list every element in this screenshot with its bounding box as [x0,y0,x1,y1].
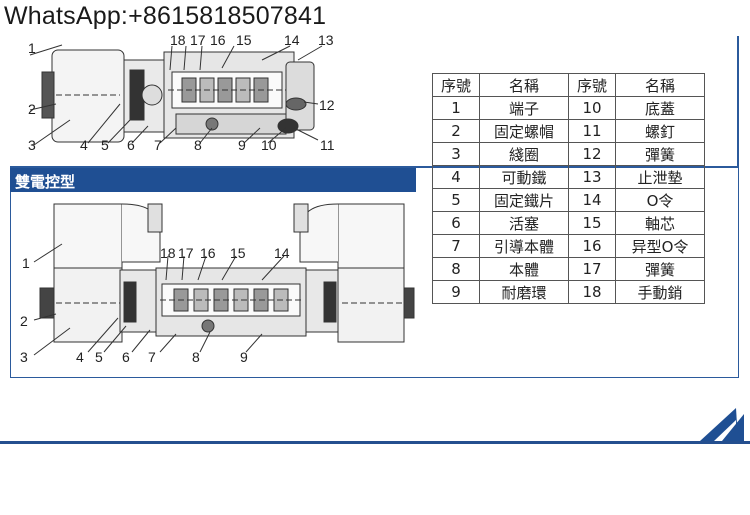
cell-number: 13 [568,165,616,189]
upper-label-3: 3 [28,137,36,153]
header-number-2: 序號 [568,73,616,97]
header-name-1: 名稱 [479,73,569,97]
lower-label-18: 18 [160,245,176,261]
cell-name: 固定鐵片 [479,188,569,212]
parts-table-header-row: 序號 名稱 序號 名稱 [432,73,705,97]
footer-rule [0,441,750,444]
lower-label-2: 2 [20,313,28,329]
lower-label-7: 7 [148,349,156,365]
table-row: 3 綫圈 12 彈簧 [432,142,705,166]
cell-name: 异型O令 [615,234,705,258]
cell-name: 本體 [479,257,569,281]
lower-label-17: 17 [178,245,194,261]
upper-label-6: 6 [127,137,135,153]
lower-label-8: 8 [192,349,200,365]
upper-label-8: 8 [194,137,202,153]
cell-name: 活塞 [479,211,569,235]
lower-label-14: 14 [274,245,290,261]
cell-number: 4 [432,165,480,189]
cell-name: 軸芯 [615,211,705,235]
table-row: 2 固定螺帽 11 螺釘 [432,119,705,143]
table-row: 6 活塞 15 軸芯 [432,211,705,235]
upper-label-13: 13 [318,32,334,48]
lower-label-6: 6 [122,349,130,365]
cell-name: 耐磨環 [479,280,569,304]
cell-number: 7 [432,234,480,258]
cell-name: 止泄墊 [615,165,705,189]
cell-name: 端子 [479,96,569,120]
table-row: 5 固定鐵片 14 O令 [432,188,705,212]
lower-label-5: 5 [95,349,103,365]
cell-number: 16 [568,234,616,258]
lower-label-16: 16 [200,245,216,261]
upper-label-5: 5 [101,137,109,153]
cell-name: 綫圈 [479,142,569,166]
upper-coil [51,49,125,143]
table-row: 7 引導本體 16 异型O令 [432,234,705,258]
upper-label-14: 14 [284,32,300,48]
lower-valve-diagram [33,203,415,356]
parts-table: 序號 名稱 序號 名稱 1 端子 10 底蓋 2 固定螺帽 11 螺釘 3 綫圈… [432,73,705,304]
cell-name: O令 [615,188,705,212]
cell-number: 9 [432,280,480,304]
lower-label-3: 3 [20,349,28,365]
section-divider [10,166,739,168]
upper-label-12: 12 [319,97,335,113]
upper-label-2: 2 [28,101,36,117]
lower-left-coil [53,267,123,343]
upper-label-11: 11 [320,137,335,153]
upper-valve-diagram [29,44,323,146]
upper-label-18: 18 [170,32,186,48]
upper-label-7: 7 [154,137,162,153]
lower-part-labels: 1 2 3 4 5 6 7 8 9 18 17 16 15 14 [20,245,290,365]
cell-name: 固定螺帽 [479,119,569,143]
header-number-1: 序號 [432,73,480,97]
table-row: 4 可動鐵 13 止泄墊 [432,165,705,189]
upper-label-9: 9 [238,137,246,153]
cell-name: 可動鐵 [479,165,569,189]
cell-number: 6 [432,211,480,235]
section-header-bar [10,168,416,192]
table-row: 9 耐磨環 18 手動銷 [432,280,705,304]
cell-name: 底蓋 [615,96,705,120]
lower-label-9: 9 [240,349,248,365]
upper-label-1: 1 [28,40,36,56]
cell-number: 11 [568,119,616,143]
cell-number: 12 [568,142,616,166]
cell-number: 18 [568,280,616,304]
lower-diagram-frame [10,167,739,378]
upper-label-16: 16 [210,32,226,48]
table-row: 1 端子 10 底蓋 [432,96,705,120]
upper-label-15: 15 [236,32,252,48]
cell-number: 2 [432,119,480,143]
cell-number: 1 [432,96,480,120]
whatsapp-watermark: WhatsApp:+8615818507841 [4,2,327,30]
brand-logo-icon [700,408,744,441]
header-name-2: 名稱 [615,73,705,97]
cell-name: 手動銷 [615,280,705,304]
cell-number: 5 [432,188,480,212]
cell-number: 10 [568,96,616,120]
lower-label-15: 15 [230,245,246,261]
upper-label-10: 10 [261,137,277,153]
upper-part-labels: 1 2 3 4 5 6 7 8 9 10 11 12 13 14 15 16 1… [28,32,335,153]
cell-number: 3 [432,142,480,166]
lower-right-coil [337,267,405,343]
cell-number: 14 [568,188,616,212]
cell-name: 螺釘 [615,119,705,143]
upper-label-4: 4 [80,137,88,153]
upper-label-17: 17 [190,32,206,48]
cell-number: 17 [568,257,616,281]
upper-coil-nut [41,71,55,119]
cell-name: 彈簧 [615,257,705,281]
cell-name: 彈簧 [615,142,705,166]
cell-number: 15 [568,211,616,235]
lower-label-4: 4 [76,349,84,365]
cell-name: 引導本體 [479,234,569,258]
lower-label-1: 1 [22,255,30,271]
section-title: 雙電控型 [15,173,76,191]
table-row: 8 本體 17 彈簧 [432,257,705,281]
cell-number: 8 [432,257,480,281]
